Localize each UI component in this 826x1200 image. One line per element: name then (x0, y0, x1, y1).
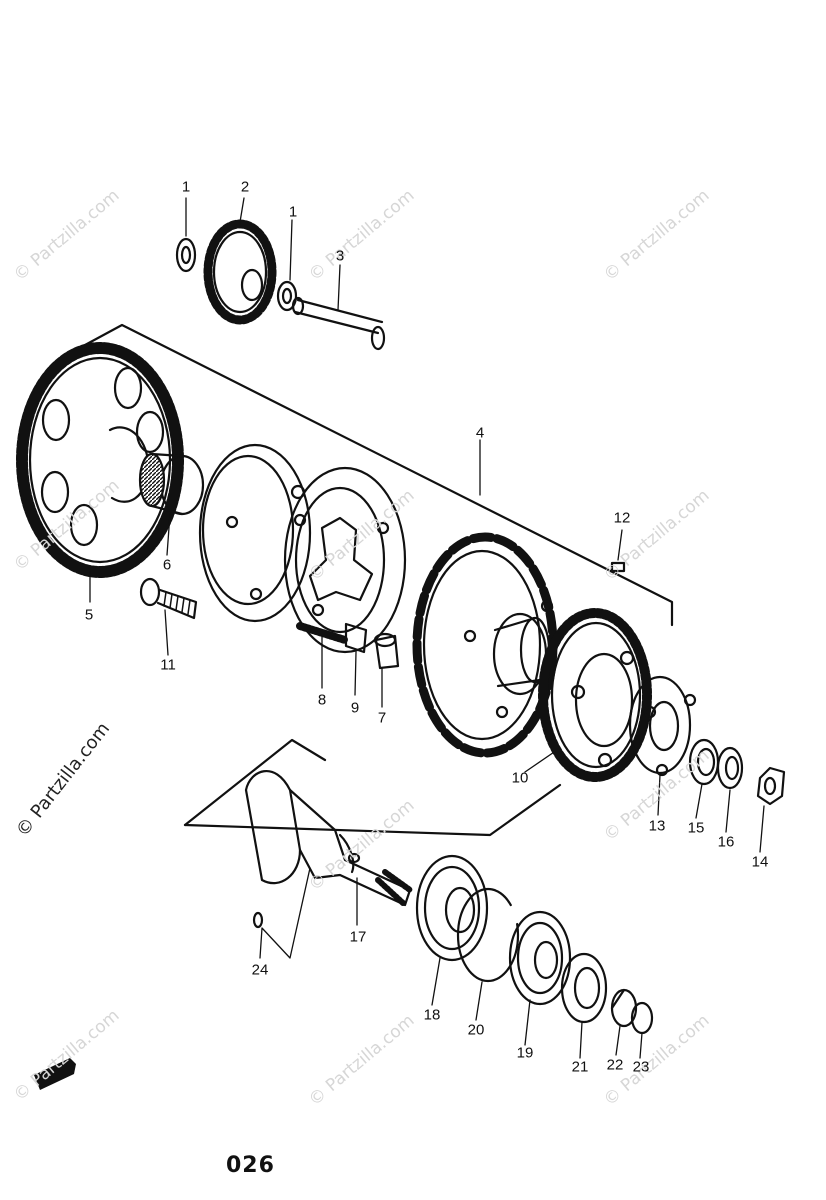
shaft-17 (244, 769, 413, 907)
washer-1-right (276, 280, 298, 312)
pin-24 (252, 911, 264, 929)
pin-8 (296, 622, 349, 644)
collar-22 (610, 988, 638, 1028)
bearing-18 (415, 854, 489, 962)
large-gear-5 (16, 342, 184, 578)
callout-17: 17 (349, 928, 367, 946)
assembly-frame-lower (183, 738, 562, 837)
callout-16: 16 (717, 833, 735, 851)
callout-4: 4 (475, 424, 485, 442)
leader-lines (89, 197, 765, 1059)
shaft-3 (291, 296, 386, 351)
assembly-frame-upper (83, 323, 674, 627)
callout-22: 22 (606, 1056, 624, 1074)
needle-bearing-6 (138, 452, 205, 516)
gear-10 (538, 608, 652, 782)
callout-12: 12 (613, 509, 631, 527)
roller-7 (373, 632, 400, 670)
callout-5: 5 (84, 606, 94, 624)
callout-14: 14 (751, 853, 769, 871)
nut-14 (756, 766, 786, 806)
plate (198, 443, 312, 623)
callout-19: 19 (516, 1044, 534, 1062)
callout-21: 21 (571, 1058, 589, 1076)
gear-2 (203, 219, 277, 325)
callout-11: 11 (160, 656, 176, 674)
callout-7: 7 (377, 709, 387, 727)
callout-1: 1 (288, 203, 298, 221)
callout-6: 6 (162, 556, 172, 574)
washer-16 (716, 746, 744, 790)
washer-1-left (175, 237, 197, 273)
callout-13: 13 (648, 817, 666, 835)
key-12 (610, 561, 626, 573)
callout-24: 24 (251, 961, 269, 979)
corner-arrow-mark (34, 1058, 76, 1090)
clutch-body-4 (412, 532, 558, 758)
seal-21 (560, 952, 608, 1024)
callout-23: 23 (632, 1058, 650, 1076)
page-code: 026 (226, 1153, 275, 1178)
callout-2: 2 (240, 178, 250, 196)
hub-13 (628, 675, 697, 777)
clutch-housing (283, 466, 407, 654)
spring-9 (344, 622, 368, 654)
callout-8: 8 (317, 691, 327, 709)
bolt-11 (139, 577, 198, 620)
bearing-19 (508, 910, 572, 1006)
callout-10: 10 (511, 769, 529, 787)
callout-18: 18 (423, 1006, 441, 1024)
callout-20: 20 (467, 1021, 485, 1039)
callout-3: 3 (335, 247, 345, 265)
callout-1: 1 (181, 178, 191, 196)
circlip-20 (456, 887, 520, 983)
callout-15: 15 (687, 819, 705, 837)
callout-9: 9 (350, 699, 360, 717)
